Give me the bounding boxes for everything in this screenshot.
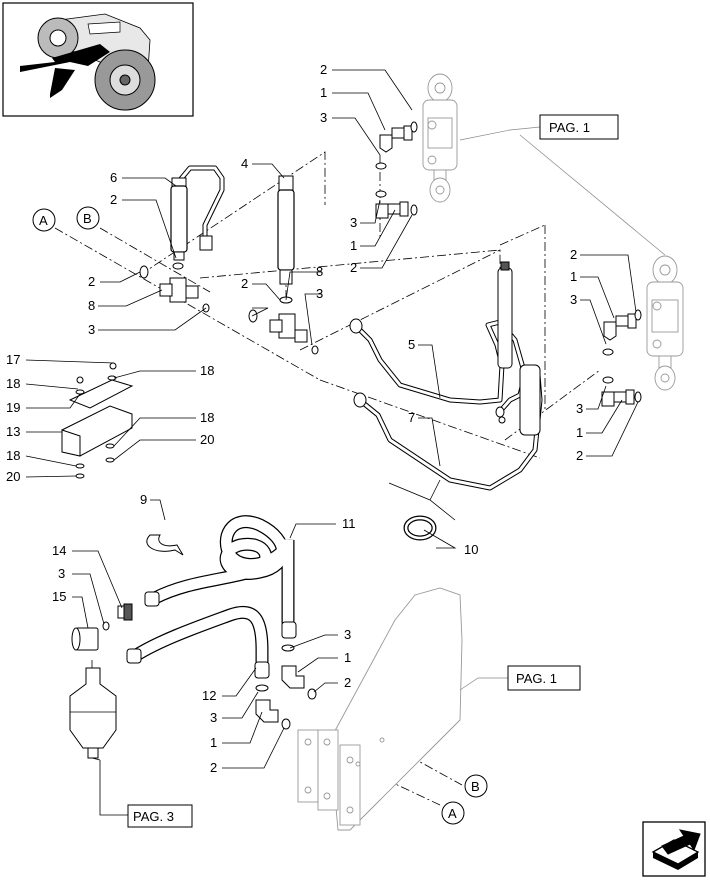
callout: 11 bbox=[342, 516, 356, 531]
page-reference-boxes: PAG. 1 PAG. 1 PAG. 3 bbox=[127, 114, 619, 828]
connector-a: A bbox=[448, 806, 457, 821]
callout: 2 bbox=[576, 448, 583, 463]
callout: 3 bbox=[576, 401, 583, 416]
lower-hoses bbox=[126, 515, 317, 730]
callout: 20 bbox=[6, 469, 20, 484]
connector-markers: A B B A bbox=[32, 206, 488, 825]
connector-b: B bbox=[471, 779, 480, 794]
reference-lines bbox=[459, 126, 666, 691]
callout: 12 bbox=[202, 688, 216, 703]
callout: 10 bbox=[464, 542, 478, 557]
housing-outline bbox=[297, 587, 463, 831]
callout: 3 bbox=[350, 215, 357, 230]
callout: 2 bbox=[344, 675, 351, 690]
callout: 1 bbox=[350, 238, 357, 253]
page-ref-label: PAG. 3 bbox=[133, 809, 174, 824]
callout: 7 bbox=[408, 410, 415, 425]
callout: 19 bbox=[6, 400, 20, 415]
cylinder-lower bbox=[646, 255, 684, 391]
elbow-fittings bbox=[375, 121, 642, 407]
callout: 2 bbox=[241, 276, 248, 291]
callout: 3 bbox=[344, 627, 351, 642]
callout: 1 bbox=[210, 735, 217, 750]
callout: 3 bbox=[58, 566, 65, 581]
callout: 4 bbox=[241, 156, 248, 171]
connector-b: B bbox=[83, 211, 92, 226]
callout: 8 bbox=[88, 298, 95, 313]
cylinder-upper bbox=[422, 73, 458, 203]
callout: 3 bbox=[210, 710, 217, 725]
callout: 5 bbox=[408, 337, 415, 352]
filter-fittings bbox=[69, 603, 133, 759]
page-ref-label: PAG. 1 bbox=[516, 671, 557, 686]
callout: 13 bbox=[6, 424, 20, 439]
callout: 1 bbox=[320, 85, 327, 100]
callout: 9 bbox=[140, 492, 147, 507]
leader-lines bbox=[25, 69, 639, 816]
upper-hoses bbox=[170, 165, 295, 304]
callout-numbers: 2 1 3 3 1 2 4 6 2 2 8 3 2 8 3 2 1 3 3 1 … bbox=[6, 62, 583, 775]
callout: 2 bbox=[88, 274, 95, 289]
callout: 3 bbox=[570, 292, 577, 307]
steel-pipes bbox=[349, 261, 543, 491]
connector-a: A bbox=[39, 213, 48, 228]
callout: 18 bbox=[6, 448, 20, 463]
callout: 18 bbox=[200, 410, 214, 425]
callout: 2 bbox=[210, 760, 217, 775]
callout: 1 bbox=[570, 269, 577, 284]
alignment-lines bbox=[54, 151, 601, 806]
callout: 17 bbox=[6, 352, 20, 367]
callout: 14 bbox=[52, 543, 66, 558]
callout: 8 bbox=[316, 264, 323, 279]
callout: 6 bbox=[110, 170, 117, 185]
callout: 18 bbox=[6, 376, 20, 391]
tee-fittings bbox=[139, 262, 319, 355]
callout: 1 bbox=[576, 425, 583, 440]
callout: 3 bbox=[316, 286, 323, 301]
callout: 20 bbox=[200, 432, 214, 447]
next-page-arrow-icon[interactable] bbox=[642, 821, 706, 877]
callout: 15 bbox=[52, 589, 66, 604]
callout: 18 bbox=[200, 363, 214, 378]
callout: 2 bbox=[320, 62, 327, 77]
callout: 3 bbox=[320, 110, 327, 125]
bracket-assembly bbox=[61, 362, 134, 479]
callout: 1 bbox=[344, 650, 351, 665]
callout: 3 bbox=[88, 322, 95, 337]
hose-clamps bbox=[146, 515, 437, 556]
tractor-thumbnail-icon bbox=[2, 2, 194, 117]
callout: 2 bbox=[110, 192, 117, 207]
page-ref-label: PAG. 1 bbox=[549, 120, 590, 135]
callout: 2 bbox=[350, 260, 357, 275]
callout: 2 bbox=[570, 247, 577, 262]
